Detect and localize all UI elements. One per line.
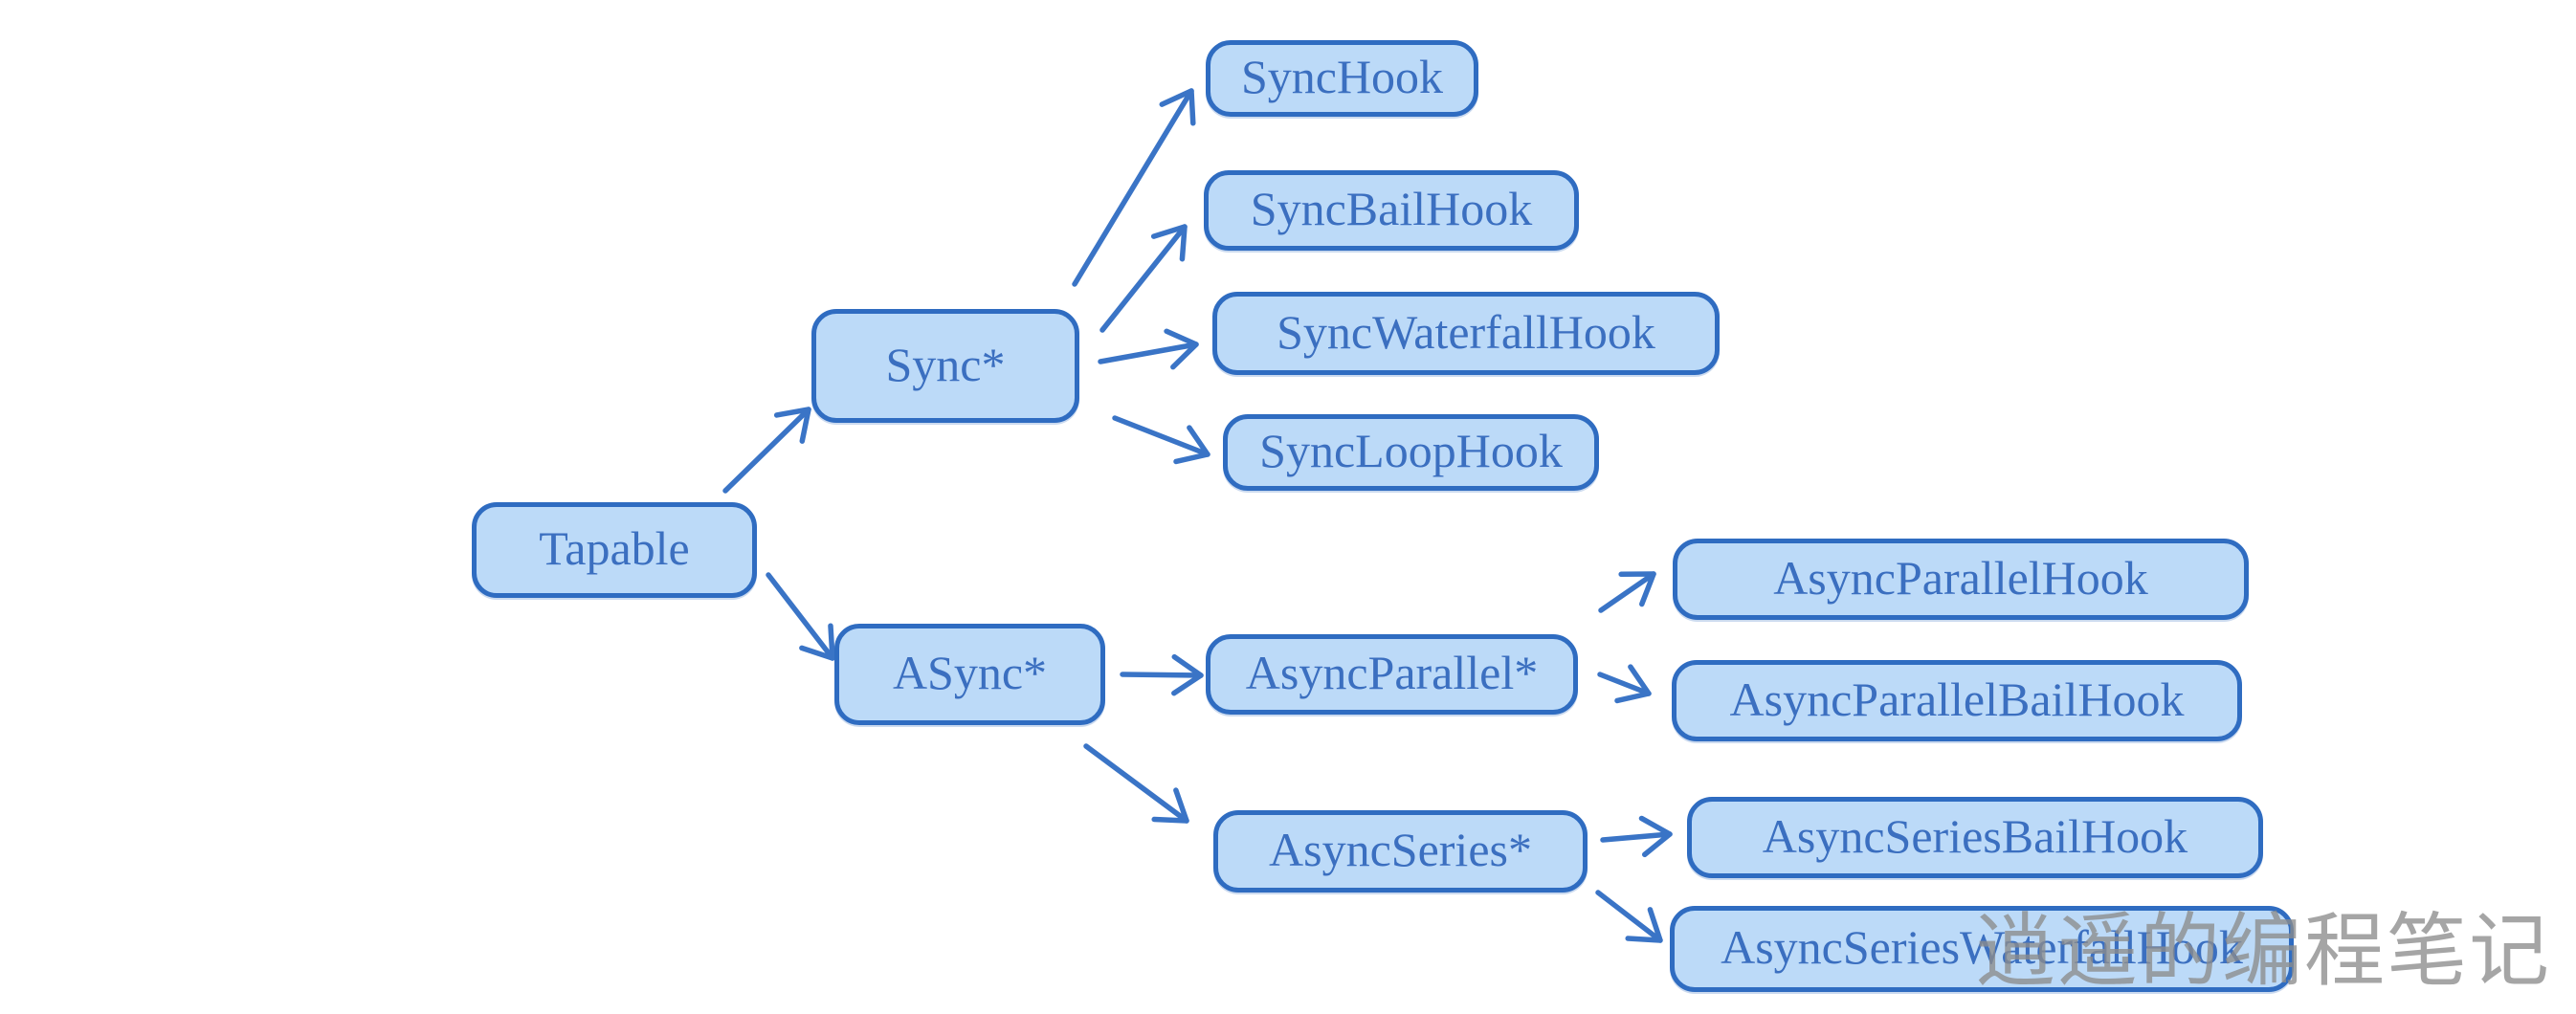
- node-async-label: ASync*: [892, 646, 1048, 699]
- node-syncbailhook-label: SyncBailHook: [1250, 182, 1533, 235]
- arrow-asyncparallel-to-asyncparallelhook: [1598, 571, 1656, 613]
- node-asyncparallel: AsyncParallel*: [1206, 634, 1578, 715]
- node-syncwaterfallhook: SyncWaterfallHook: [1212, 292, 1720, 375]
- arrow-sync-to-syncloophook: [1112, 415, 1210, 465]
- node-asyncseriesbailhook: AsyncSeriesBailHook: [1687, 797, 2263, 878]
- arrow-asyncseries-to-asyncserieswaterfallhook: [1595, 890, 1663, 943]
- node-synchook-label: SyncHook: [1240, 50, 1444, 103]
- node-syncbailhook: SyncBailHook: [1204, 170, 1579, 251]
- node-sync: Sync*: [811, 309, 1079, 423]
- node-synchook: SyncHook: [1206, 40, 1478, 117]
- node-tapable: Tapable: [472, 502, 757, 598]
- node-tapable-label: Tapable: [539, 521, 690, 575]
- arrow-sync-to-syncbailhook: [1099, 224, 1188, 333]
- watermark-text: 逍遥的编程笔记: [1975, 906, 2552, 996]
- arrow-tapable-to-sync: [722, 407, 811, 494]
- arrow-async-to-asyncseries: [1083, 743, 1189, 824]
- node-asyncparallelbailhook-label: AsyncParallelBailHook: [1729, 672, 2185, 726]
- node-asyncparallelhook: AsyncParallelHook: [1673, 539, 2249, 620]
- node-asyncserieswaterfallhook: AsyncSeriesWaterfallHook: [1670, 906, 2294, 992]
- node-asyncparallel-label: AsyncParallel*: [1245, 646, 1539, 699]
- arrow-asyncparallel-to-asyncparallelbailhook: [1597, 664, 1652, 704]
- node-syncloophook-label: SyncLoopHook: [1259, 424, 1563, 477]
- arrow-async-to-asyncparallel: [1120, 653, 1204, 696]
- node-asyncparallelhook-label: AsyncParallelHook: [1773, 550, 2148, 605]
- node-asyncseriesbailhook-label: AsyncSeriesBailHook: [1762, 808, 2188, 863]
- node-async: ASync*: [834, 624, 1105, 725]
- node-syncloophook: SyncLoopHook: [1223, 414, 1599, 491]
- arrow-asyncseries-to-asyncseriesbailhook: [1600, 815, 1673, 858]
- node-sync-label: Sync*: [885, 337, 1006, 391]
- node-asyncseries-label: AsyncSeries*: [1269, 823, 1532, 876]
- node-asyncparallelbailhook: AsyncParallelBailHook: [1672, 660, 2242, 741]
- node-asyncserieswaterfallhook-label: AsyncSeriesWaterfallHook: [1721, 920, 2243, 974]
- node-asyncseries: AsyncSeries*: [1213, 810, 1588, 893]
- arrow-tapable-to-async: [766, 572, 835, 661]
- arrow-sync-to-syncwaterfallhook: [1098, 328, 1199, 370]
- arrow-sync-to-synchook: [1072, 88, 1196, 287]
- node-syncwaterfallhook-label: SyncWaterfallHook: [1277, 304, 1655, 359]
